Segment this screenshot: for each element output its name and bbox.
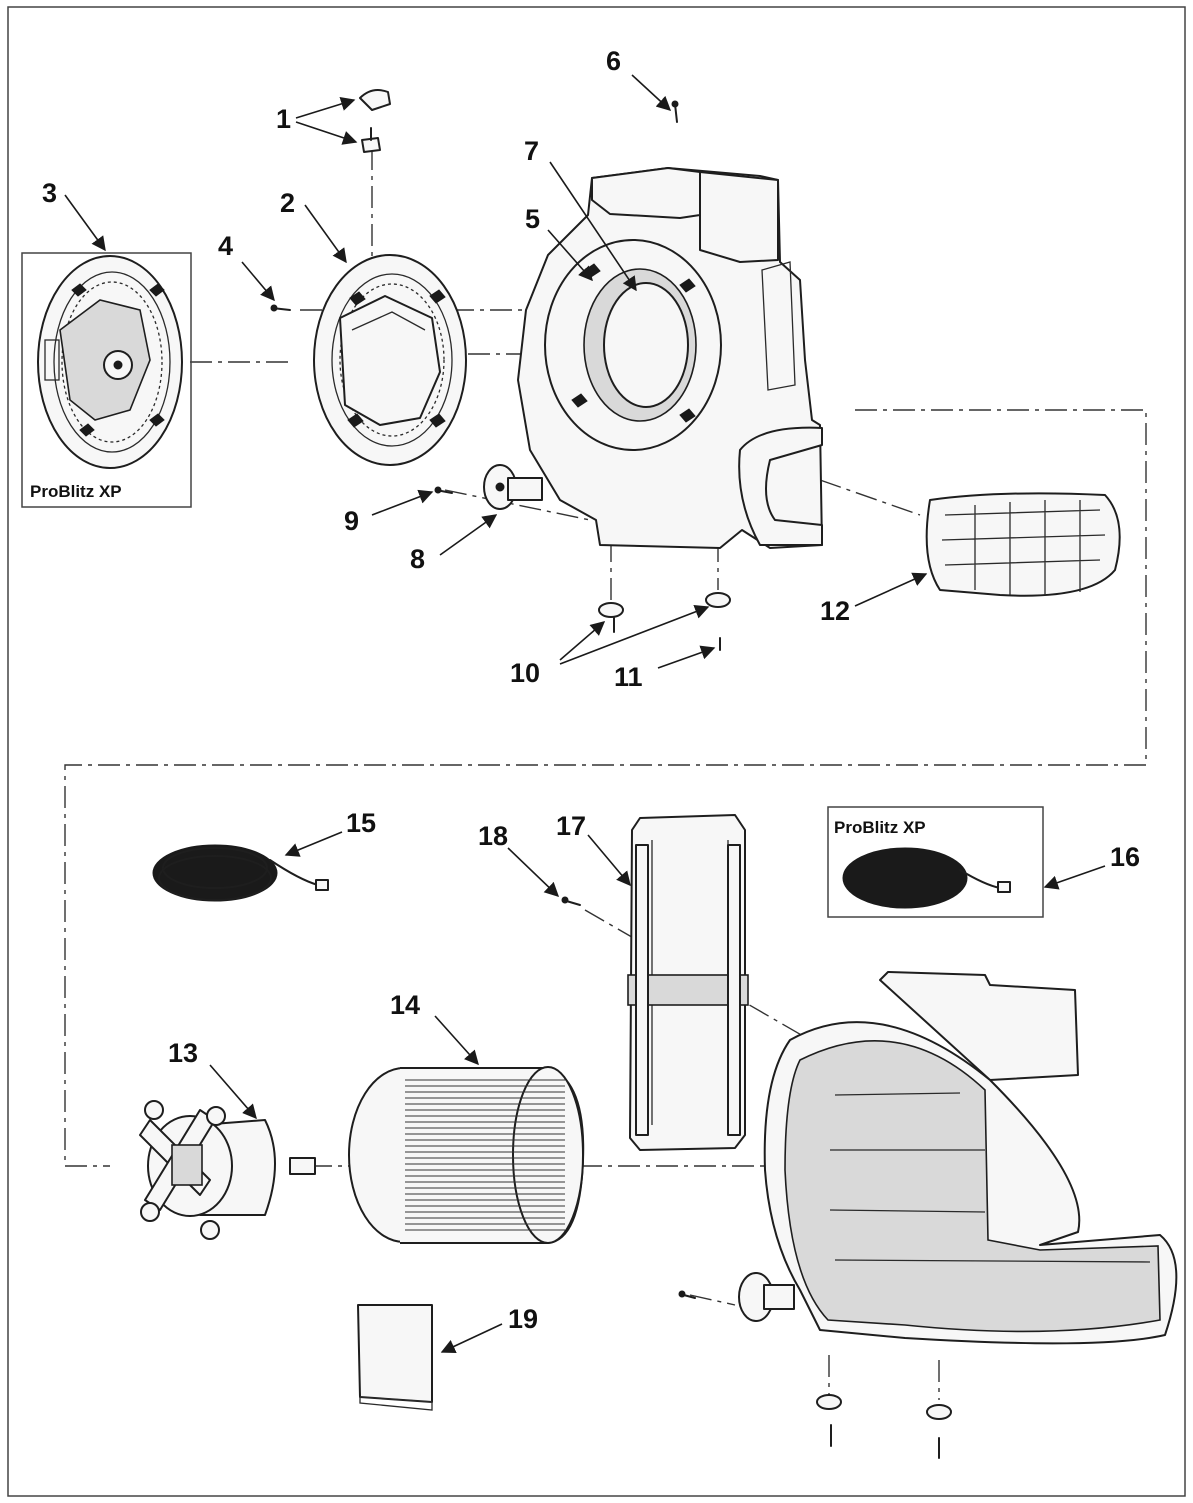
callout-number: 4 xyxy=(218,231,233,261)
callout-number: 13 xyxy=(168,1038,198,1068)
callout-1: 1 xyxy=(276,96,358,145)
callout-15: 15 xyxy=(284,808,376,857)
callout-10: 10 xyxy=(510,604,710,688)
variant-label-cover: ProBlitz XP xyxy=(30,482,122,501)
callout-6: 6 xyxy=(606,46,672,111)
callout-number: 5 xyxy=(525,204,540,234)
part-14-blower-wheel xyxy=(348,1066,585,1244)
callout-number: 1 xyxy=(276,104,291,134)
callout-13: 13 xyxy=(168,1038,257,1120)
callout-19: 19 xyxy=(440,1304,538,1354)
part-15-power-cord xyxy=(152,844,329,902)
part-17-handle xyxy=(627,814,749,1151)
callout-9: 9 xyxy=(344,489,434,536)
callout-3: 3 xyxy=(42,178,106,252)
part-16-power-cord-xp: ProBlitz XP xyxy=(827,806,1044,918)
part-9-screw xyxy=(434,486,453,494)
part-6-screw xyxy=(671,100,679,123)
callout-number: 15 xyxy=(346,808,376,838)
blower-housing-top xyxy=(517,167,823,549)
callout-number: 6 xyxy=(606,46,621,76)
callout-number: 8 xyxy=(410,544,425,574)
callout-number: 9 xyxy=(344,506,359,536)
variant-label-cord: ProBlitz XP xyxy=(834,818,926,837)
callout-2: 2 xyxy=(280,188,347,264)
callout-16: 16 xyxy=(1043,842,1140,890)
part-1-knob xyxy=(359,89,391,153)
part-10-feet-top xyxy=(598,592,731,651)
part-19-manual xyxy=(357,1304,433,1411)
callout-17: 17 xyxy=(556,811,631,887)
part-13-motor xyxy=(139,1100,316,1240)
callout-number: 19 xyxy=(508,1304,538,1334)
callout-4: 4 xyxy=(218,231,275,302)
callout-number: 3 xyxy=(42,178,57,208)
part-12-outlet-grill xyxy=(925,492,1121,597)
callout-number: 12 xyxy=(820,596,850,626)
callout-number: 7 xyxy=(524,136,539,166)
part-18-screw xyxy=(561,896,581,906)
part-8-switch xyxy=(483,464,543,510)
callout-number: 18 xyxy=(478,821,508,851)
callout-5: 5 xyxy=(525,204,593,282)
blower-housing-bottom xyxy=(678,971,1178,1459)
callout-12: 12 xyxy=(820,572,928,626)
part-3-inlet-cover-xp: ProBlitz XP xyxy=(21,252,192,508)
callout-number: 17 xyxy=(556,811,586,841)
callout-18: 18 xyxy=(478,821,560,897)
callout-8: 8 xyxy=(410,514,498,574)
callout-7: 7 xyxy=(524,136,637,292)
callout-number: 16 xyxy=(1110,842,1140,872)
callout-number: 2 xyxy=(280,188,295,218)
callout-number: 11 xyxy=(614,662,643,692)
callout-11: 11 xyxy=(614,645,716,692)
outer-frame xyxy=(7,6,1186,1497)
callout-number: 14 xyxy=(390,990,420,1020)
part-4-screw xyxy=(270,304,291,312)
part-2-inlet-cover xyxy=(313,254,467,466)
callout-number: 10 xyxy=(510,658,540,688)
callout-14: 14 xyxy=(390,990,479,1066)
